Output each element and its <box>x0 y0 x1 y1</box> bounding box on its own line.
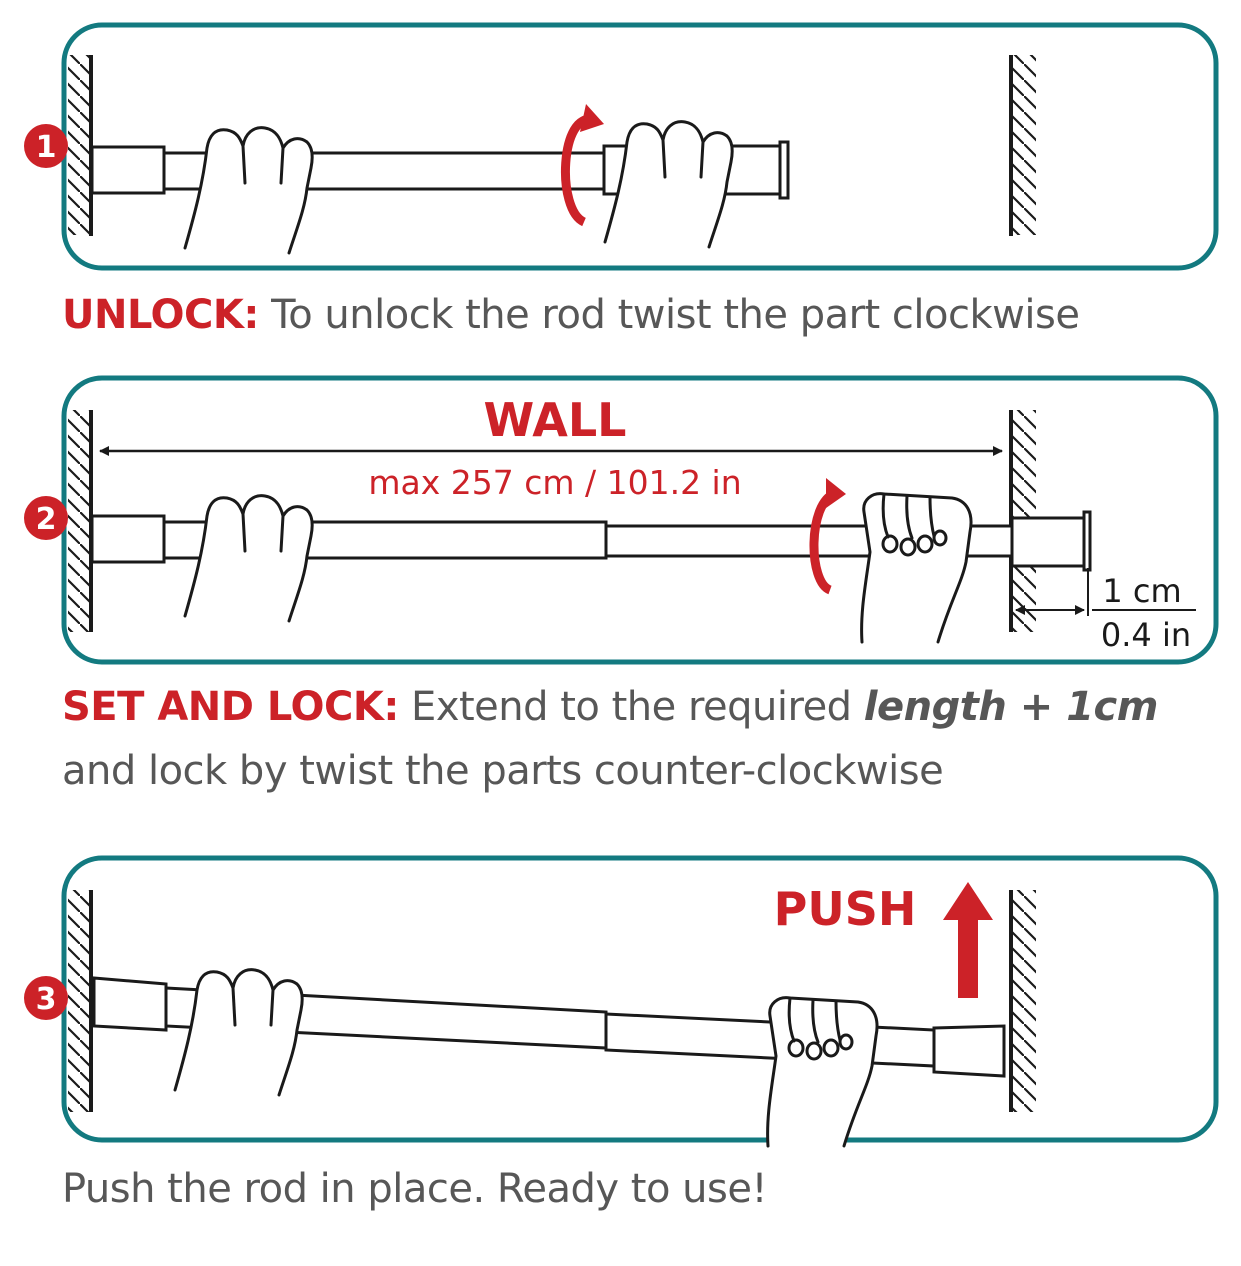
rotate-clockwise-icon <box>560 104 604 227</box>
gap-label-in: 0.4 in <box>1101 616 1191 654</box>
step-2-text-line2: and lock by twist the parts counter-cloc… <box>62 748 944 794</box>
wall-icon <box>68 890 93 1112</box>
step-1-panel: 1 <box>24 22 1219 271</box>
push-label: PUSH <box>774 882 917 936</box>
step-1-text: To unlock the rod twist the part clockwi… <box>258 292 1080 338</box>
step-2-badge: 2 <box>24 496 68 540</box>
step-2-caption-line2: and lock by twist the parts counter-cloc… <box>62 748 944 794</box>
svg-text:3: 3 <box>36 982 57 1017</box>
step-2-panel: WALL max 257 cm / 101.2 in 1 cm 0.4 in 2 <box>24 375 1219 665</box>
wall-icon <box>1009 890 1036 1112</box>
arrow-up-icon <box>943 882 993 998</box>
wall-icon <box>68 55 93 236</box>
step-2-emphasis: length + 1cm <box>863 684 1159 730</box>
dimension-arrow-icon <box>1015 568 1196 616</box>
gap-label-cm: 1 cm <box>1102 572 1181 610</box>
step-1-badge: 1 <box>24 124 68 168</box>
step-3-caption: Push the rod in place. Ready to use! <box>62 1166 768 1212</box>
svg-text:2: 2 <box>36 502 57 537</box>
rotate-counter-clockwise-icon <box>809 478 846 595</box>
step-1-caption: UNLOCK: To unlock the rod twist the part… <box>62 292 1080 338</box>
wall-icon <box>68 410 93 632</box>
step-2-caption: SET AND LOCK: Extend to the required len… <box>62 684 1158 730</box>
max-length-label: max 257 cm / 101.2 in <box>368 463 741 502</box>
step-1-keyword: UNLOCK: <box>62 292 259 338</box>
step-3-text: Push the rod in place. Ready to use! <box>62 1166 768 1212</box>
wall-label: WALL <box>484 393 627 447</box>
wall-icon <box>1009 55 1036 236</box>
svg-text:1: 1 <box>36 130 57 165</box>
step-3-panel: PUSH 3 <box>24 855 1219 1148</box>
step-3-badge: 3 <box>24 976 68 1020</box>
step-2-text: Extend to the required <box>398 684 864 730</box>
step-2-keyword: SET AND LOCK: <box>62 684 399 730</box>
